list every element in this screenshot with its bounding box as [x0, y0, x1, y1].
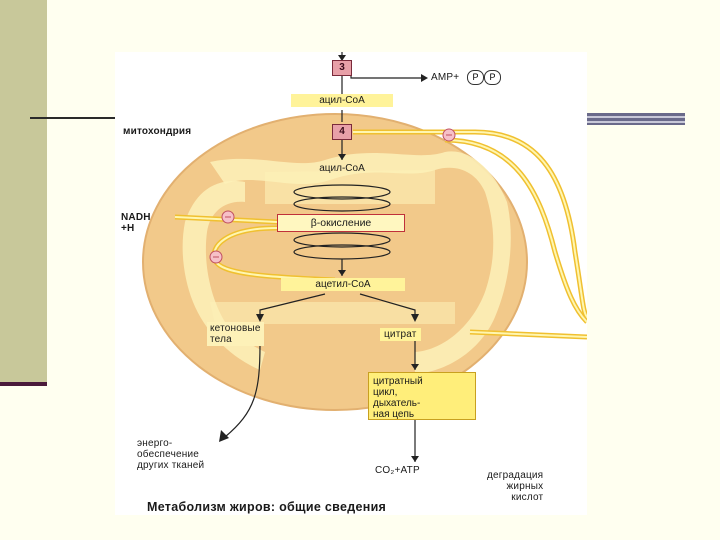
- mitochondria-label: митохондрия: [123, 126, 191, 137]
- acyl-coa-matrix: ацил-СоА: [291, 162, 393, 175]
- beta-oxidation-box: β-окисление: [277, 214, 405, 232]
- phosphate-1: P: [467, 70, 484, 85]
- left-strip-baseline: [0, 382, 47, 386]
- phosphate-2: P: [484, 70, 501, 85]
- figure-caption: Метаболизм жиров: общие сведения: [147, 500, 587, 515]
- title-rule-right: [585, 113, 685, 125]
- degradation-label: деградация жирных кислот: [487, 470, 543, 503]
- step-4-marker: 4: [332, 124, 352, 140]
- acetyl-coa-label: ацетил-СоА: [281, 278, 405, 291]
- co2-atp-label: CO₂+ATP: [375, 465, 420, 476]
- left-decorative-strip: [0, 0, 47, 384]
- acyl-coa-cytosol: ацил-СоА: [291, 94, 393, 107]
- citrate-label: цитрат: [380, 328, 421, 341]
- energy-supply-label: энерго- обеспечение других тканей: [137, 438, 204, 471]
- ketone-bodies-label: кетоновые тела: [207, 322, 264, 346]
- nadh-label: NADH +H: [121, 212, 151, 234]
- fat-metabolism-figure: 3 AMP+ P P ацил-СоА митохондрия 4 ацил-С…: [115, 52, 587, 515]
- amp-label: AMP+: [431, 72, 459, 83]
- step-3-marker: 3: [332, 60, 352, 76]
- title-rule-left: [30, 117, 120, 119]
- citrate-cycle-box: цитратный цикл, дыхатель- ная цепь: [368, 372, 476, 420]
- matrix-lower: [210, 302, 455, 324]
